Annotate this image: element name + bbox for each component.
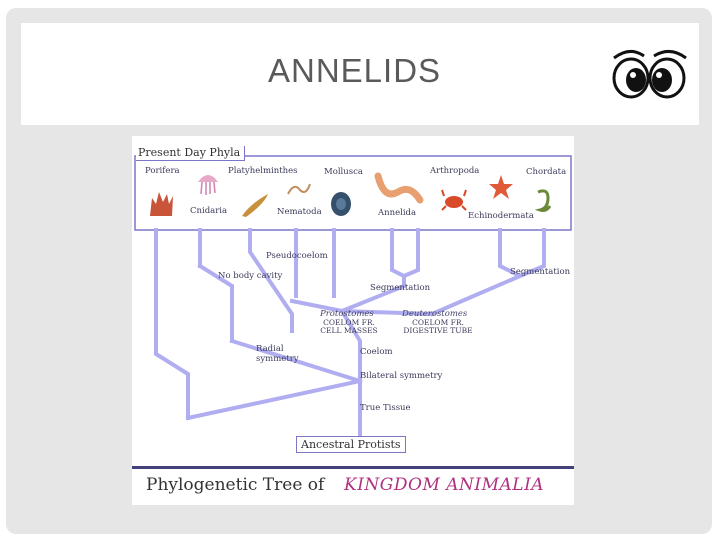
- label-bilateral-symmetry: Bilateral symmetry: [360, 371, 443, 381]
- jellyfish-icon: [198, 175, 218, 195]
- label-protostomes-note: COELOM FR. CELL MASSES: [320, 318, 378, 335]
- flatworm-icon: [242, 194, 268, 217]
- present-day-phyla-header: Present Day Phyla: [136, 146, 246, 161]
- tree-branches: [134, 155, 572, 438]
- label-true-tissue: True Tissue: [360, 403, 411, 413]
- caption-divider: [132, 466, 574, 469]
- label-segmentation-right: Segmentation: [510, 267, 571, 277]
- label-mollusca: Mollusca: [324, 167, 363, 177]
- label-platyhelminthes: Platyhelminthes: [228, 166, 298, 176]
- label-deuterostomes-note: COELOM FR. DIGESTIVE TUBE: [403, 318, 473, 335]
- sponge-icon: [150, 192, 173, 216]
- label-protostomes: Protostomes: [320, 309, 374, 319]
- phylogenetic-tree-figure: Present Day Phyla Porifera Cnidaria Plat…: [132, 136, 574, 505]
- label-segmentation-left: Segmentation: [370, 283, 431, 293]
- label-ancestral-protists: Ancestral Protists: [296, 436, 406, 453]
- label-cnidaria: Cnidaria: [190, 206, 228, 216]
- crab-icon: [441, 189, 467, 211]
- seahorse-icon: [534, 189, 552, 212]
- starfish-icon: [489, 175, 513, 199]
- snail-icon: [331, 192, 351, 216]
- label-arthropoda: Arthropoda: [430, 166, 480, 176]
- label-coelom: Coelom: [360, 347, 393, 357]
- label-annelida: Annelida: [378, 208, 417, 218]
- figure-caption-accent: KINGDOM ANIMALIA: [344, 475, 545, 495]
- slide-title: ANNELIDS: [268, 52, 442, 89]
- label-porifera: Porifera: [145, 166, 180, 176]
- label-chordata: Chordata: [526, 167, 567, 177]
- googly-eyes-icon: [612, 50, 687, 99]
- title-band: [21, 23, 699, 125]
- label-nematoda: Nematoda: [277, 207, 322, 217]
- figure-caption-plain: Phylogenetic Tree of: [146, 475, 325, 495]
- label-deuterostomes: Deuterostomes: [402, 309, 468, 319]
- label-echinodermata: Echinodermata: [468, 211, 534, 221]
- earthworm-icon: [374, 172, 424, 204]
- label-pseudocoelom: Pseudocoelom: [266, 251, 328, 261]
- nematode-icon: [287, 183, 311, 195]
- label-radial-symmetry: Radial symmetry: [256, 344, 299, 365]
- label-no-body-cavity: No body cavity: [218, 271, 283, 281]
